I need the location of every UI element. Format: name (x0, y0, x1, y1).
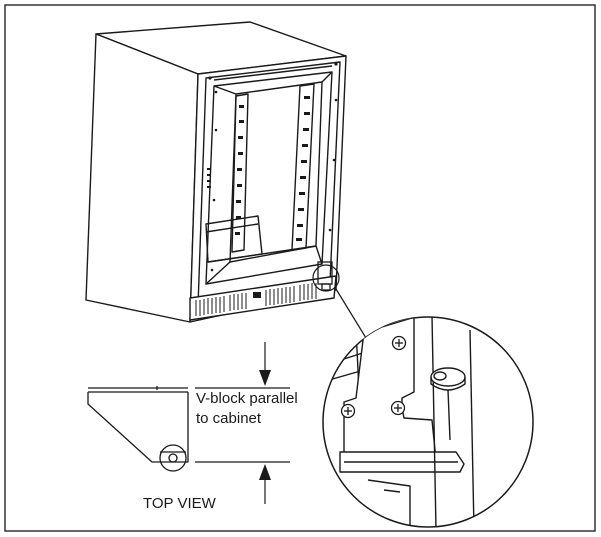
grille-vents (195, 283, 317, 316)
magnified-detail (323, 317, 475, 527)
figure-border (4, 4, 596, 532)
perspective-line (205, 261, 231, 285)
arrow-down-icon (259, 370, 271, 386)
top-view-drawing (87, 386, 189, 472)
detail-callout-circle (312, 264, 340, 292)
vblock-label-line1: V-block parallel (196, 390, 298, 407)
perspective-line (321, 71, 333, 83)
cabinet-side (85, 33, 199, 323)
vblock-label-line2: to cabinet (196, 410, 262, 427)
top-strip (213, 65, 333, 81)
top-view-label: TOP VIEW (143, 495, 216, 512)
arrow-up-icon (259, 464, 271, 480)
perspective-line (315, 245, 323, 265)
grille-badge (253, 292, 261, 298)
left-rail (231, 93, 249, 253)
right-rail (291, 83, 315, 251)
dimension-markers (195, 342, 290, 504)
rail-slots (207, 62, 338, 272)
cabinet-illustration (85, 21, 347, 323)
foot-bracket-small (317, 261, 333, 291)
perspective-line (213, 85, 237, 95)
detail-leader-line (335, 288, 367, 339)
